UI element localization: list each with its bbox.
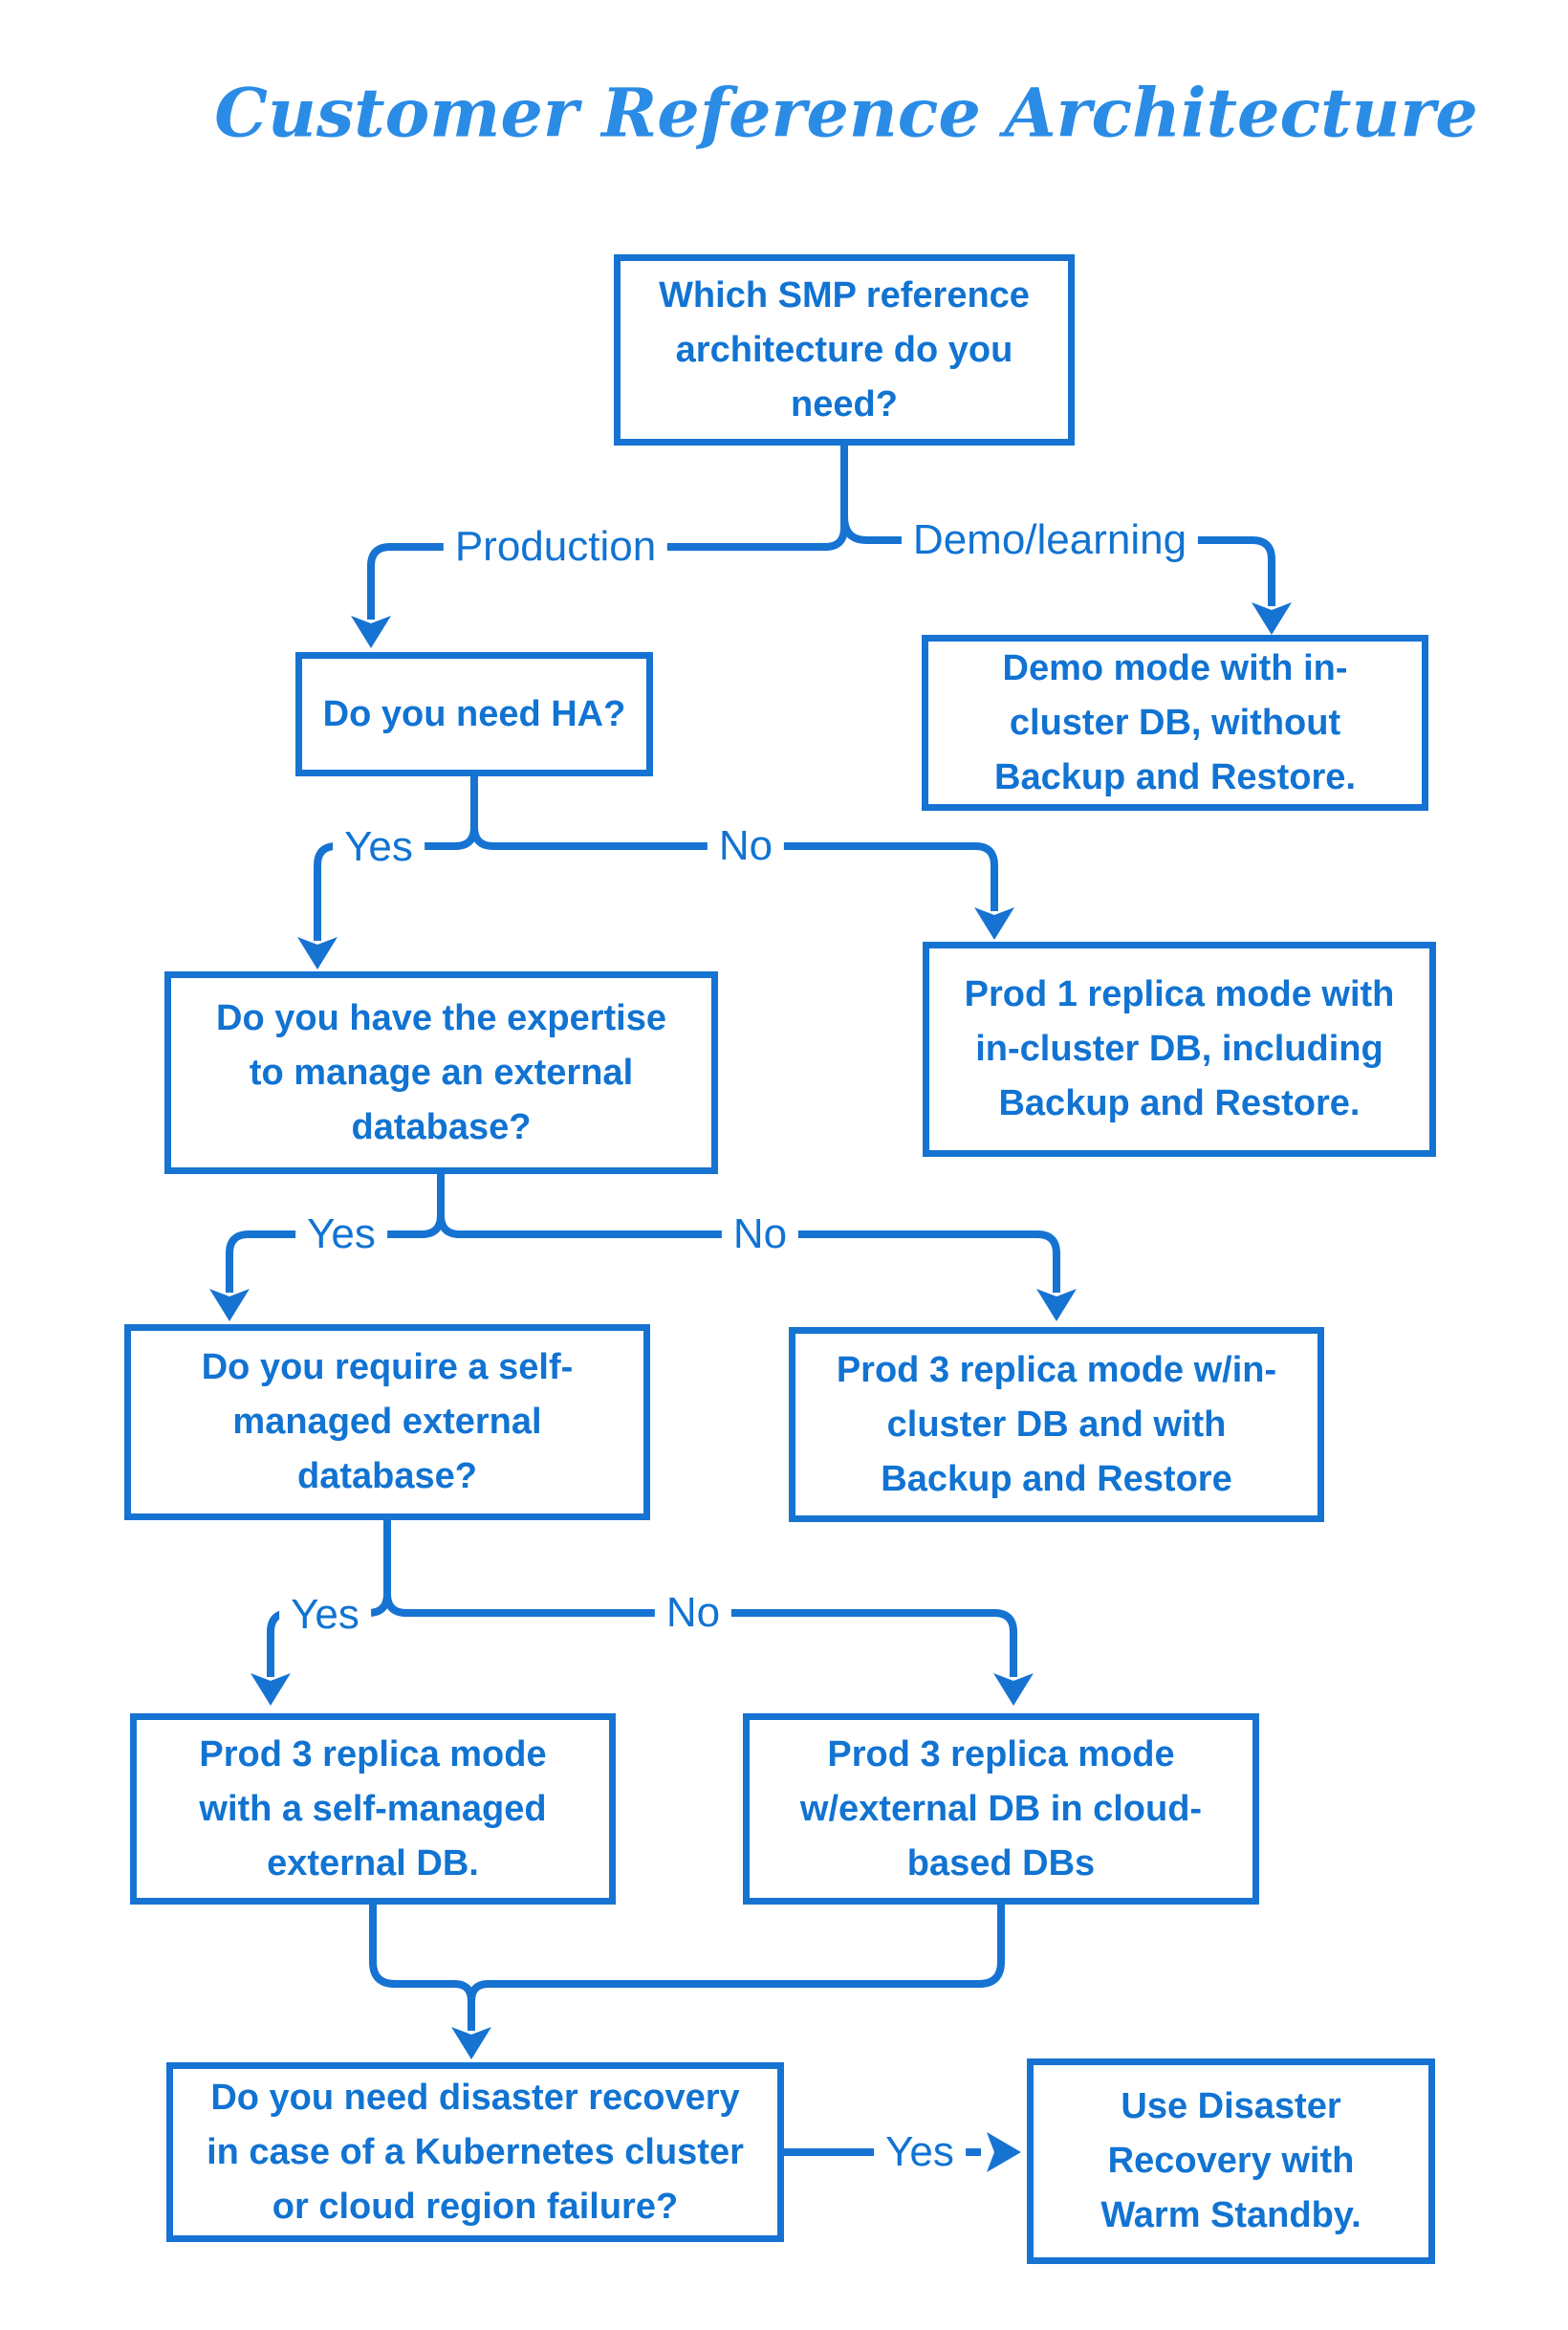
edge-label-selfmanaged-no: No bbox=[654, 1589, 732, 1637]
arrowhead-production bbox=[351, 616, 391, 648]
edge-label-production: Production bbox=[443, 523, 668, 571]
arrowhead-selfmanaged-yes bbox=[250, 1673, 291, 1706]
arrowhead-dr-yes bbox=[987, 2132, 1021, 2172]
edge-merge-left-line bbox=[369, 1905, 475, 2002]
arrowhead-selfmanaged-no bbox=[993, 1673, 1034, 1706]
node-prod1-incluster-result: Prod 1 replica mode with in-cluster DB, … bbox=[923, 942, 1436, 1157]
arrowhead-ha-no bbox=[974, 907, 1014, 940]
node-prod3-cloud-result: Prod 3 replica mode w/external DB in clo… bbox=[743, 1713, 1259, 1905]
arrowhead-expertise-yes bbox=[209, 1289, 250, 1321]
node-selfmanaged-question: Do you require a self- managed external … bbox=[124, 1324, 650, 1520]
edge-label-dr-yes: Yes bbox=[874, 2128, 966, 2176]
arrowhead-demo bbox=[1252, 602, 1292, 635]
node-root-question: Which SMP reference architecture do you … bbox=[614, 254, 1075, 446]
edge-merge-right-line bbox=[468, 1905, 1005, 2002]
node-prod3-selfmanaged-result: Prod 3 replica mode with a self-managed … bbox=[130, 1713, 616, 1905]
edge-label-ha-yes: Yes bbox=[333, 823, 425, 871]
arrowhead-expertise-no bbox=[1036, 1289, 1077, 1321]
node-warm-standby-result: Use Disaster Recovery with Warm Standby. bbox=[1027, 2058, 1435, 2264]
node-ha-question: Do you need HA? bbox=[295, 652, 653, 776]
page-title: Customer Reference Architecture bbox=[214, 73, 1478, 153]
node-expertise-question: Do you have the expertise to manage an e… bbox=[164, 971, 718, 1174]
node-disaster-recovery-question: Do you need disaster recovery in case of… bbox=[166, 2062, 784, 2242]
node-demo-mode-result: Demo mode with in- cluster DB, without B… bbox=[922, 635, 1428, 811]
node-prod3-incluster-result: Prod 3 replica mode w/in- cluster DB and… bbox=[789, 1327, 1324, 1522]
edge-label-ha-no: No bbox=[707, 822, 785, 870]
arrowhead-ha-yes bbox=[297, 937, 338, 969]
edge-label-selfmanaged-yes: Yes bbox=[279, 1591, 371, 1639]
edge-label-demo-learning: Demo/learning bbox=[901, 516, 1199, 564]
arrowhead-merge bbox=[451, 2027, 491, 2059]
edge-label-expertise-no: No bbox=[721, 1210, 799, 1258]
edge-root-demo-line bbox=[840, 515, 1275, 606]
edge-label-expertise-yes: Yes bbox=[295, 1210, 387, 1258]
edge-selfmanaged-no-line bbox=[383, 1593, 1017, 1677]
edge-expertise-no-line bbox=[437, 1214, 1060, 1293]
edge-ha-no-line bbox=[470, 826, 998, 911]
